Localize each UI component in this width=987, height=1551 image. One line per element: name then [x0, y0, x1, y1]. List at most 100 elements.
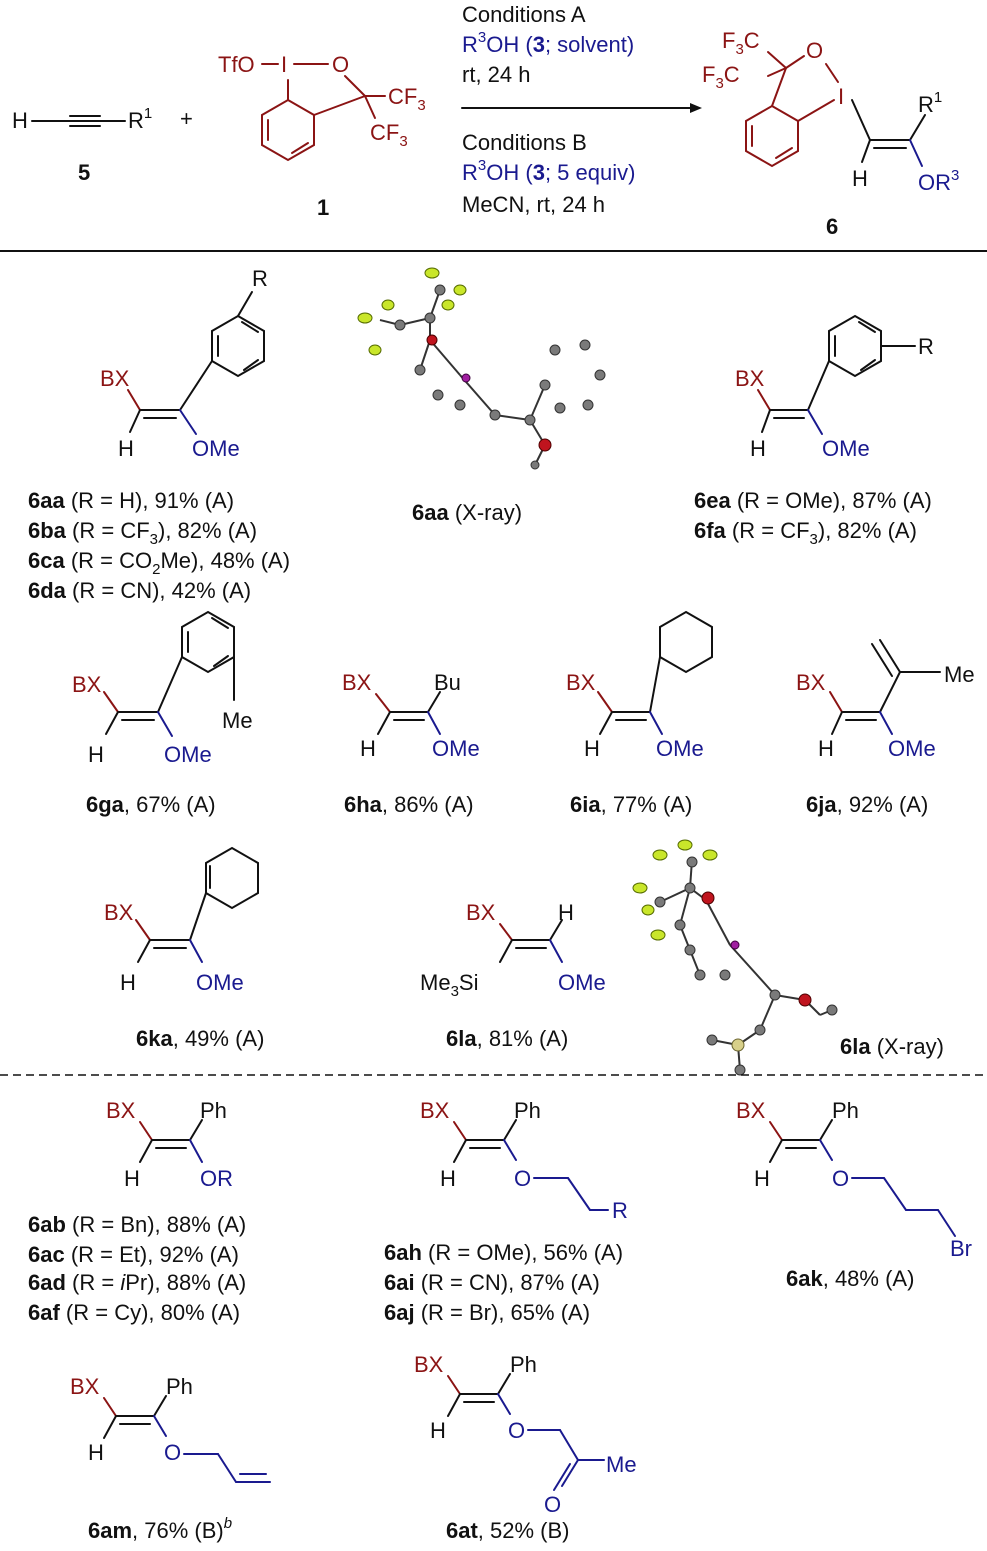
svg-text:6at, 52% (B): 6at, 52% (B) — [446, 1518, 570, 1543]
svg-text:OMe: OMe — [196, 970, 244, 995]
svg-text:Me: Me — [944, 662, 975, 687]
svg-text:OMe: OMe — [432, 736, 480, 761]
compound-5-label: 5 — [78, 160, 90, 185]
svg-text:CF3: CF3 — [370, 120, 408, 150]
product-6: F3C F3C O I R1 H OR3 6 — [702, 28, 959, 239]
entries-6ea-6fa: 6ea (R = OMe), 87% (A) 6fa (R = CF3), 82… — [694, 488, 932, 548]
svg-text:H: H — [818, 736, 834, 761]
alkyne-5: H R1 5 — [12, 105, 152, 185]
reagent-1: TfO I O CF3 CF3 1 — [218, 52, 426, 220]
svg-text:BX: BX — [414, 1352, 444, 1377]
svg-text:OR: OR — [200, 1166, 233, 1191]
structure-6ia: BX H OMe 6ia, 77% (A) — [566, 610, 713, 817]
svg-text:H: H — [558, 900, 574, 925]
svg-text:H: H — [750, 436, 766, 461]
svg-text:Conditions B: Conditions B — [462, 130, 587, 155]
structure-6ea-series: R BX H OMe — [735, 314, 934, 461]
svg-text:O: O — [332, 52, 349, 77]
svg-text:BX: BX — [566, 670, 596, 695]
svg-text:H: H — [120, 970, 136, 995]
svg-text:H: H — [440, 1166, 456, 1191]
svg-text:6aj (R = Br), 65% (A): 6aj (R = Br), 65% (A) — [384, 1300, 590, 1325]
svg-text:6la, 81% (A): 6la, 81% (A) — [446, 1026, 568, 1051]
svg-text:BX: BX — [466, 900, 496, 925]
svg-text:H: H — [430, 1418, 446, 1443]
svg-text:BX: BX — [735, 366, 765, 391]
svg-text:BX: BX — [736, 1098, 766, 1123]
svg-text:BX: BX — [796, 670, 826, 695]
svg-text:H: H — [12, 108, 28, 133]
svg-text:6ba (R = CF3), 82% (A): 6ba (R = CF3), 82% (A) — [28, 518, 257, 548]
svg-text:Ph: Ph — [832, 1098, 859, 1123]
svg-text:BX: BX — [72, 672, 102, 697]
svg-text:I: I — [838, 84, 844, 109]
svg-text:6ja, 92% (A): 6ja, 92% (A) — [806, 792, 928, 817]
svg-text:Conditions A: Conditions A — [462, 2, 586, 27]
svg-text:O: O — [514, 1166, 531, 1191]
svg-text:Me: Me — [222, 708, 253, 733]
svg-text:6ga, 67% (A): 6ga, 67% (A) — [86, 792, 216, 817]
svg-text:OMe: OMe — [164, 742, 212, 767]
svg-text:H: H — [124, 1166, 140, 1191]
xray-6la: 6la (X-ray) — [632, 839, 944, 1076]
svg-text:O: O — [508, 1418, 525, 1443]
svg-text:H: H — [118, 436, 134, 461]
svg-text:Me3Si: Me3Si — [420, 970, 478, 1000]
svg-text:rt, 24 h: rt, 24 h — [462, 62, 530, 87]
svg-text:Bu: Bu — [434, 670, 461, 695]
svg-text:OMe: OMe — [656, 736, 704, 761]
svg-text:TfO: TfO — [218, 52, 255, 77]
svg-text:6am, 76% (B)b: 6am, 76% (B)b — [88, 1515, 232, 1543]
structure-6ah-series: BX Ph H O R 6ah (R = OMe), 56% (A) 6ai (… — [384, 1098, 628, 1325]
svg-text:OMe: OMe — [888, 736, 936, 761]
plus-sign: + — [180, 106, 193, 131]
svg-text:6ai (R = CN), 87% (A): 6ai (R = CN), 87% (A) — [384, 1270, 600, 1295]
svg-text:R1: R1 — [128, 105, 152, 133]
svg-text:6ah (R = OMe), 56% (A): 6ah (R = OMe), 56% (A) — [384, 1240, 623, 1265]
structure-6ab-series: BX Ph H OR 6ab (R = Bn), 88% (A) 6ac (R … — [28, 1098, 246, 1325]
svg-text:F3C: F3C — [722, 28, 760, 58]
compound-1-label: 1 — [317, 195, 329, 220]
svg-text:I: I — [281, 52, 287, 77]
svg-text:Ph: Ph — [166, 1374, 193, 1399]
structure-6ka: BX H OMe 6ka, 49% (A) — [104, 846, 264, 1051]
svg-text:BX: BX — [100, 366, 130, 391]
svg-text:6aa (R = H), 91% (A): 6aa (R = H), 91% (A) — [28, 488, 234, 513]
svg-text:R1: R1 — [918, 89, 942, 117]
svg-text:6ad (R = iPr), 88% (A): 6ad (R = iPr), 88% (A) — [28, 1270, 246, 1295]
svg-text:H: H — [584, 736, 600, 761]
structure-6ha: BX Bu H OMe 6ha, 86% (A) — [342, 670, 480, 817]
svg-text:R3OH (3; solvent): R3OH (3; solvent) — [462, 29, 634, 57]
svg-text:6da (R = CN), 42% (A): 6da (R = CN), 42% (A) — [28, 578, 251, 603]
entries-6aa-6da: 6aa (R = H), 91% (A) 6ba (R = CF3), 82% … — [28, 488, 290, 603]
svg-text:BX: BX — [104, 900, 134, 925]
svg-text:Ph: Ph — [510, 1352, 537, 1377]
structure-6aa-series: R BX H OMe — [100, 266, 268, 461]
svg-text:H: H — [360, 736, 376, 761]
svg-text:BX: BX — [70, 1374, 100, 1399]
svg-text:R3OH (3; 5 equiv): R3OH (3; 5 equiv) — [462, 157, 635, 185]
conditions: Conditions A R3OH (3; solvent) rt, 24 h … — [461, 2, 702, 217]
svg-text:H: H — [852, 166, 868, 191]
svg-text:BX: BX — [342, 670, 372, 695]
structure-6ak: BX Ph H O Br 6ak, 48% (A) — [736, 1098, 972, 1291]
svg-text:6ka, 49% (A): 6ka, 49% (A) — [136, 1026, 264, 1051]
svg-text:OMe: OMe — [192, 436, 240, 461]
svg-text:O: O — [544, 1492, 561, 1517]
compound-6-label: 6 — [826, 214, 838, 239]
svg-text:6af (R = Cy), 80% (A): 6af (R = Cy), 80% (A) — [28, 1300, 240, 1325]
svg-text:BX: BX — [420, 1098, 450, 1123]
svg-text:Ph: Ph — [514, 1098, 541, 1123]
svg-text:6ab (R = Bn), 88% (A): 6ab (R = Bn), 88% (A) — [28, 1212, 246, 1237]
svg-text:H: H — [754, 1166, 770, 1191]
svg-text:R: R — [252, 266, 268, 291]
xray-6aa: 6aa (X-ray) — [357, 267, 606, 525]
svg-text:O: O — [806, 38, 823, 63]
structure-6ja: Me BX H OMe 6ja, 92% (A) — [796, 639, 975, 817]
svg-text:6ak, 48% (A): 6ak, 48% (A) — [786, 1266, 914, 1291]
svg-text:6ia, 77% (A): 6ia, 77% (A) — [570, 792, 692, 817]
svg-text:6fa (R = CF3), 82% (A): 6fa (R = CF3), 82% (A) — [694, 518, 917, 548]
structure-6at: BX Ph H O Me O 6at, 52% (B) — [414, 1352, 637, 1543]
svg-text:6ca (R = CO2Me), 48% (A): 6ca (R = CO2Me), 48% (A) — [28, 548, 290, 578]
